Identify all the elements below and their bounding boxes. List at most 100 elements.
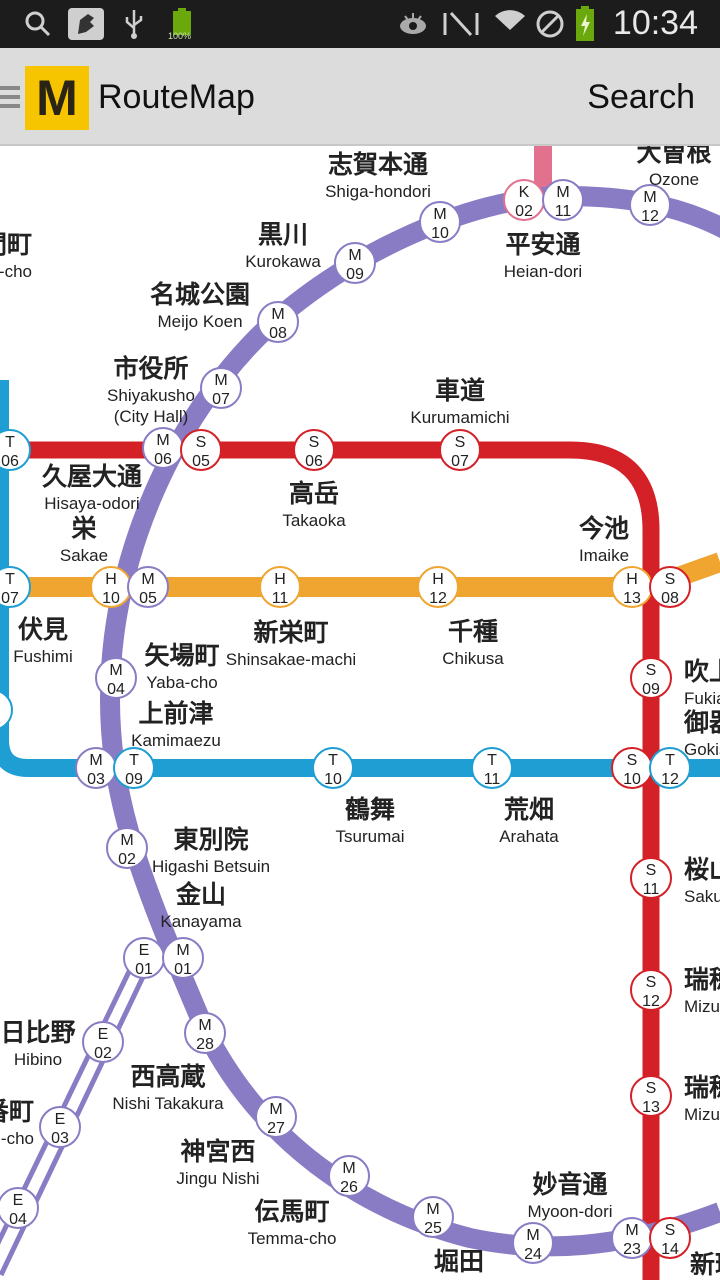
station-marker-T08[interactable]: T08 — [0, 690, 13, 730]
route-map[interactable]: K02M11M12M10M09M08M07M06S05S06S07T06T07H… — [0, 146, 720, 1280]
station-line-letter: T — [328, 752, 338, 769]
station-marker-M12[interactable]: M12 — [629, 184, 671, 226]
station-marker-S05[interactable]: S05 — [180, 429, 222, 471]
station-marker-E02[interactable]: E02 — [82, 1021, 124, 1063]
no-signal-icon — [440, 8, 482, 40]
station-marker-S08[interactable]: S08 — [649, 566, 691, 608]
station-marker-M07[interactable]: M07 — [200, 367, 242, 409]
station-name-en: Shiyakusho — [107, 386, 195, 405]
station-marker-S12[interactable]: S12 — [630, 969, 672, 1011]
station-number: 09 — [346, 266, 364, 283]
station-marker-S10[interactable]: S10 — [611, 747, 653, 789]
station-marker-S06[interactable]: S06 — [293, 429, 335, 471]
station-marker-M23[interactable]: M23 — [611, 1217, 653, 1259]
search-button[interactable]: Search — [587, 78, 695, 116]
station-line-letter: M — [556, 184, 569, 201]
station-marker-H11[interactable]: H11 — [259, 566, 301, 608]
station-marker-M06[interactable]: M06 — [142, 427, 184, 469]
station-marker-M27[interactable]: M27 — [255, 1096, 297, 1138]
station-circle — [113, 747, 155, 789]
station-name-jp: 千種 — [448, 618, 498, 646]
station-marker-S09[interactable]: S09 — [630, 657, 672, 699]
station-marker-M24[interactable]: M24 — [512, 1222, 554, 1264]
station-label[interactable]: 六番町Rokuban-cho — [0, 1098, 34, 1148]
station-marker-H13[interactable]: H13 — [611, 566, 653, 608]
station-marker-T10[interactable]: T10 — [312, 747, 354, 789]
station-label[interactable]: 瑞穂運動場東Mizuho Undojo Higashi — [684, 966, 720, 1016]
station-marker-T09[interactable]: T09 — [113, 747, 155, 789]
station-label[interactable]: 浅間町Sengen-cho — [0, 231, 32, 281]
station-number: 09 — [642, 681, 660, 698]
station-marker-S14[interactable]: S14 — [649, 1217, 691, 1259]
station-marker-E04[interactable]: E04 — [0, 1187, 39, 1229]
station-marker-M02[interactable]: M02 — [106, 827, 148, 869]
station-marker-M05[interactable]: M05 — [127, 566, 169, 608]
station-marker-S13[interactable]: S13 — [630, 1075, 672, 1117]
station-circle — [630, 969, 672, 1011]
station-label[interactable]: 吹上Fukiage — [684, 658, 720, 708]
station-marker-H12[interactable]: H12 — [417, 566, 459, 608]
station-marker-T12[interactable]: T12 — [649, 747, 691, 789]
station-number: 06 — [305, 453, 323, 470]
app-logo[interactable]: M — [25, 66, 89, 130]
station-marker-S07[interactable]: S07 — [439, 429, 481, 471]
station-marker-K02[interactable]: K02 — [503, 179, 545, 221]
station-label[interactable]: 御器所Gokiso — [683, 708, 720, 759]
station-marker-T07[interactable]: T07 — [0, 566, 31, 608]
station-marker-M10[interactable]: M10 — [419, 201, 461, 243]
station-marker-S11[interactable]: S11 — [630, 857, 672, 899]
station-name-en: Kurumamichi — [410, 408, 509, 427]
station-marker-M04[interactable]: M04 — [95, 657, 137, 699]
logo-letter: M — [36, 70, 78, 126]
station-label[interactable]: 桜山Sakurayama — [684, 856, 720, 906]
station-marker-M26[interactable]: M26 — [328, 1155, 370, 1197]
station-line-letter: M — [214, 372, 227, 389]
station-marker-M08[interactable]: M08 — [257, 301, 299, 343]
station-label[interactable]: 瑞穂区役所Mizuho Kuyakusho — [684, 1073, 720, 1124]
station-marker-T06[interactable]: T06 — [0, 429, 31, 471]
menu-icon[interactable] — [0, 86, 20, 108]
station-marker-E03[interactable]: E03 — [39, 1106, 81, 1148]
station-number: 03 — [51, 1130, 69, 1147]
station-marker-M28[interactable]: M28 — [184, 1012, 226, 1054]
station-marker-H10[interactable]: H10 — [90, 566, 132, 608]
station-label[interactable]: 堀田Horita — [434, 1248, 484, 1280]
station-marker-M01[interactable]: M01 — [162, 937, 204, 979]
station-line-letter: M — [141, 571, 154, 588]
station-name-en: Shinsakae-machi — [226, 650, 356, 669]
station-marker-M11[interactable]: M11 — [542, 179, 584, 221]
station-number: 11 — [272, 590, 289, 607]
station-label[interactable]: 新瑞橋Aratama-bashi — [690, 1250, 720, 1280]
station-marker-E01[interactable]: E01 — [123, 937, 165, 979]
station-marker-M03[interactable]: M03 — [75, 747, 117, 789]
station-marker-M25[interactable]: M25 — [412, 1196, 454, 1238]
station-marker-M09[interactable]: M09 — [334, 242, 376, 284]
station-circle — [95, 657, 137, 699]
station-marker-T11[interactable]: T11 — [471, 747, 513, 789]
